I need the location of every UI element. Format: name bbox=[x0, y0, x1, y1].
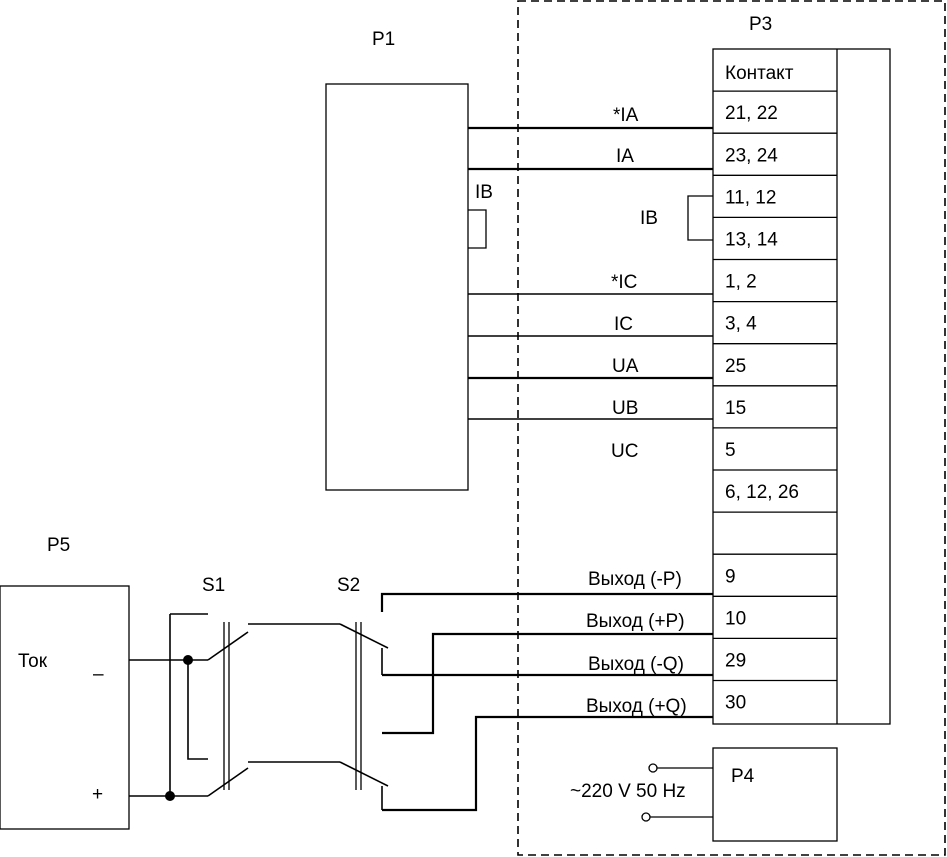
contact-cell: 23, 24 bbox=[725, 145, 778, 166]
p5-minus-label: – bbox=[93, 664, 104, 685]
signal-uc: UC bbox=[611, 441, 638, 462]
contact-cell: 13, 14 bbox=[725, 229, 778, 250]
p5-plus-label: + bbox=[92, 784, 103, 805]
s2-label: S2 bbox=[337, 575, 360, 596]
signal-ia-star: *IA bbox=[613, 105, 639, 126]
wire-out-minus-p bbox=[380, 592, 713, 612]
contact-cell: 1, 2 bbox=[725, 272, 757, 293]
contact-header: Контакт bbox=[725, 63, 794, 84]
p5-block bbox=[0, 585, 130, 830]
contact-cell: 15 bbox=[725, 398, 746, 419]
junction-plus bbox=[165, 791, 175, 801]
contact-cell: 29 bbox=[725, 650, 746, 671]
p4-block bbox=[712, 747, 838, 842]
signal-ua: UA bbox=[612, 356, 639, 377]
signal-ib: IB bbox=[640, 208, 658, 229]
output-minus-q-label: Выход (-Q) bbox=[588, 654, 684, 675]
contact-table-frame bbox=[712, 48, 891, 725]
signal-ub: UB bbox=[612, 398, 638, 419]
output-plus-q-label: Выход (+Q) bbox=[586, 696, 687, 717]
contact-cell: 25 bbox=[725, 356, 746, 377]
wire-out-plus-p bbox=[382, 632, 713, 735]
p3-enclosure bbox=[517, 0, 946, 856]
p1-block bbox=[325, 83, 469, 491]
contact-cell: 11, 12 bbox=[725, 187, 776, 208]
signal-ic-star: *IC bbox=[611, 272, 637, 293]
junction-minus bbox=[183, 655, 193, 665]
p3-label: P3 bbox=[749, 14, 772, 35]
contact-cell: 3, 4 bbox=[725, 314, 757, 335]
p4-terminal-top bbox=[648, 763, 658, 773]
contact-cell: 9 bbox=[725, 566, 736, 587]
contact-cell: 21, 22 bbox=[725, 103, 778, 124]
contact-cell: 10 bbox=[725, 608, 746, 629]
contact-cell: 6, 12, 26 bbox=[725, 482, 799, 503]
output-minus-p-label: Выход (-P) bbox=[588, 569, 682, 590]
contact-row-lines bbox=[713, 90, 837, 682]
p1-ib-jumper bbox=[468, 209, 487, 249]
contact-cell: 30 bbox=[725, 693, 746, 714]
p5-tok-label: Ток bbox=[18, 651, 48, 672]
power-supply-label: ~220 V 50 Hz bbox=[570, 781, 686, 802]
wire-out-plus-q bbox=[382, 715, 713, 812]
p1-label: P1 bbox=[372, 29, 395, 50]
contact-cell: 5 bbox=[725, 440, 736, 461]
signal-ic: IC bbox=[614, 314, 633, 335]
wire-s1-link bbox=[187, 660, 208, 760]
output-plus-p-label: Выход (+P) bbox=[586, 611, 685, 632]
p4-terminal-bottom bbox=[641, 812, 651, 822]
s1-label: S1 bbox=[202, 575, 225, 596]
switch-s2 bbox=[339, 622, 389, 810]
p1-ib-label: IB bbox=[475, 182, 493, 203]
switch-s1 bbox=[207, 622, 249, 797]
signal-ia: IA bbox=[616, 146, 634, 167]
p4-label: P4 bbox=[731, 766, 755, 787]
contact-cells: 21, 22 23, 24 11, 12 13, 14 1, 2 3, 4 25 15 5 6, … bbox=[725, 103, 799, 713]
p5-label: P5 bbox=[47, 535, 70, 556]
contact-table: Контакт 21, 22 23, 24 11, 12 13, 14 1, 2 3, 4… bbox=[712, 48, 891, 725]
p3-ib-jumper bbox=[687, 195, 713, 241]
